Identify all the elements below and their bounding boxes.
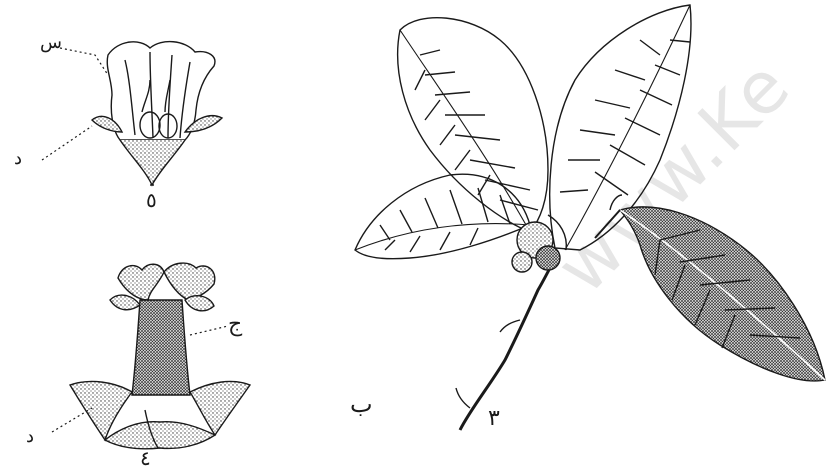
label-figure-3: ٣ — [488, 408, 500, 430]
leader-line-j — [190, 326, 228, 335]
label-d-lower: د — [26, 428, 34, 446]
label-figure-5: ٥ — [146, 190, 157, 210]
branch-with-fruit — [355, 5, 825, 430]
label-b: ب — [350, 392, 373, 416]
label-d-upper: د — [14, 150, 22, 168]
flower-section — [92, 42, 222, 185]
label-figure-4: ٤ — [140, 448, 151, 468]
label-j: ج — [228, 314, 242, 336]
leader-line-s — [60, 48, 108, 75]
label-s-upper: س — [40, 34, 62, 52]
leader-line-d-upper — [42, 126, 92, 160]
flower-tubular — [70, 263, 250, 449]
